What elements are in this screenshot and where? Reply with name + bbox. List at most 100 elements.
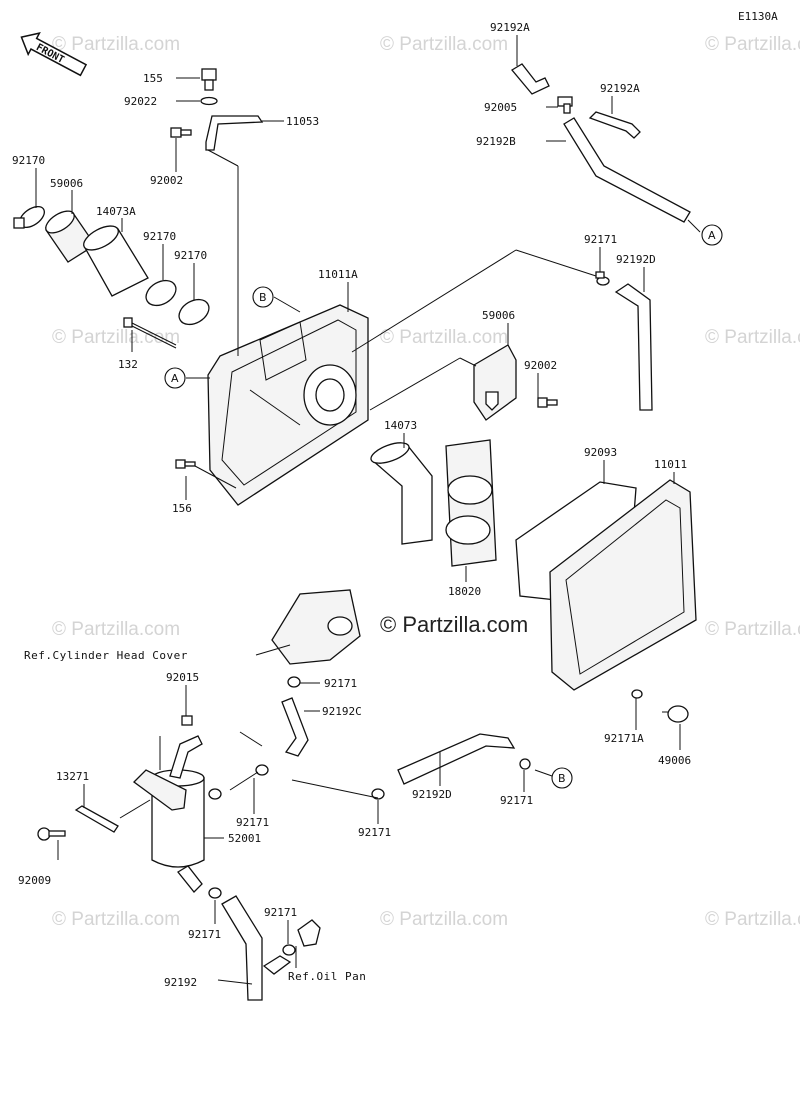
part-label-92002: 92002: [150, 174, 183, 187]
part-label-92170: 92170: [12, 154, 45, 167]
clamp-92171-icon: [208, 887, 222, 899]
air-cleaner-case-11011A-icon: [207, 304, 369, 506]
part-label-11053: 11053: [286, 115, 319, 128]
callout-a-icon: A: [164, 367, 186, 389]
tank-52001-icon: [133, 735, 205, 868]
part-label-92171: 92171: [236, 816, 269, 829]
part-label-92170: 92170: [174, 249, 207, 262]
hose-92192C-icon: [281, 697, 309, 757]
watermark: © Partzilla.com: [705, 327, 800, 348]
clamp-92171-icon: [595, 271, 610, 286]
holder-18020-icon: [445, 439, 497, 567]
clamp-92170-icon: [178, 298, 210, 326]
hose-92192D-icon: [397, 733, 516, 785]
hose-92192-icon: [262, 955, 292, 975]
watermark: © Partzilla.com: [52, 909, 180, 930]
callout-b-icon: B: [252, 286, 274, 308]
svg-text:B: B: [558, 772, 566, 785]
hose-92192D-icon: [614, 283, 653, 411]
watermark: © Partzilla.com: [52, 619, 180, 640]
svg-text:A: A: [171, 372, 179, 385]
clamp-92171-icon: [282, 944, 296, 956]
watermarks: © Partzilla.com © Partzilla.com © Partzi…: [52, 34, 800, 930]
nut-92015-icon: [181, 715, 193, 726]
part-label-92015: 92015: [166, 671, 199, 684]
screw-92009-icon: [37, 827, 66, 841]
part-label-92002: 92002: [524, 359, 557, 372]
hose-92192B-icon: [563, 117, 691, 223]
bolt-92002-icon: [170, 127, 192, 138]
fitting-92005-icon: [557, 96, 573, 114]
cap-49006-icon: [667, 705, 689, 723]
clamp-92171-icon: [519, 758, 531, 770]
bracket-11053-icon: [205, 115, 264, 151]
watermark: © Partzilla.com: [52, 327, 180, 348]
clamp-92171-icon: [371, 788, 385, 800]
cover-59006-icon: [473, 344, 517, 421]
hose-92192A-icon: [511, 63, 550, 95]
ref-oil-pan: Ref.Oil Pan: [288, 970, 366, 983]
watermark: © Partzilla.com: [705, 619, 800, 640]
svg-text:A: A: [708, 229, 716, 242]
clamp-92171-icon: [255, 764, 269, 776]
part-label-92009: 92009: [18, 874, 51, 887]
part-label-92171: 92171: [264, 906, 297, 919]
part-label-49006: 49006: [658, 754, 691, 767]
part-label-132: 132: [118, 358, 138, 371]
part-label-11011A: 11011A: [318, 268, 358, 281]
watermark: © Partzilla.com: [380, 34, 508, 55]
center-watermark: © Partzilla.com: [380, 612, 528, 637]
part-label-156: 156: [172, 502, 192, 515]
duct-14073-icon: [370, 442, 433, 545]
part-labels: 155 92022 11053 92002 92170 59006 14073A…: [12, 21, 691, 989]
ref-cylinder-head-cover: Ref.Cylinder Head Cover: [24, 649, 188, 662]
clamp-92171-icon: [287, 676, 301, 688]
part-label-92005: 92005: [484, 101, 517, 114]
part-label-11011: 11011: [654, 458, 687, 471]
watermark: © Partzilla.com: [380, 909, 508, 930]
diagram-code: E1130A: [738, 10, 778, 23]
part-label-18020: 18020: [448, 585, 481, 598]
watermark: © Partzilla.com: [705, 34, 800, 55]
part-label-92192: 92192: [164, 976, 197, 989]
part-label-92171: 92171: [584, 233, 617, 246]
clamp-92171-icon: [208, 788, 222, 800]
bracket-13271-icon: [74, 805, 119, 833]
part-label-59006: 59006: [50, 177, 83, 190]
hose-92192-icon: [177, 865, 203, 893]
hose-92192-icon: [221, 895, 263, 1001]
svg-text:B: B: [259, 291, 267, 304]
part-label-92192A: 92192A: [490, 21, 530, 34]
part-label-92192A: 92192A: [600, 82, 640, 95]
watermark: © Partzilla.com: [380, 327, 508, 348]
part-label-92192B: 92192B: [476, 135, 516, 148]
cylinder-head-cover-icon: [271, 589, 361, 665]
callout-a-icon: A: [701, 224, 723, 246]
part-label-92170: 92170: [143, 230, 176, 243]
part-label-92192C: 92192C: [322, 705, 362, 718]
part-label-92192D: 92192D: [616, 253, 656, 266]
part-label-92093: 92093: [584, 446, 617, 459]
part-label-92171: 92171: [500, 794, 533, 807]
air-cleaner-cover-11011-icon: [549, 479, 697, 691]
hose-92192A-icon: [588, 111, 641, 139]
bolt-92002-icon: [537, 397, 558, 408]
part-label-92171: 92171: [188, 928, 221, 941]
part-label-155: 155: [143, 72, 163, 85]
part-label-92022: 92022: [124, 95, 157, 108]
part-label-14073A: 14073A: [96, 205, 136, 218]
part-label-92171: 92171: [358, 826, 391, 839]
part-label-92171A: 92171A: [604, 732, 644, 745]
part-label-52001: 52001: [228, 832, 261, 845]
watermark: © Partzilla.com: [705, 909, 800, 930]
clamp-92170-icon: [145, 279, 177, 307]
part-label-92192D: 92192D: [412, 788, 452, 801]
elbow-fitting-icon: [297, 919, 321, 947]
part-label-92171: 92171: [324, 677, 357, 690]
clamp-92171A-icon: [631, 689, 643, 699]
bolt-156-icon: [175, 459, 196, 469]
part-label-13271: 13271: [56, 770, 89, 783]
bolt-155-icon: [200, 68, 218, 106]
clamp-92170-icon: [13, 205, 46, 229]
